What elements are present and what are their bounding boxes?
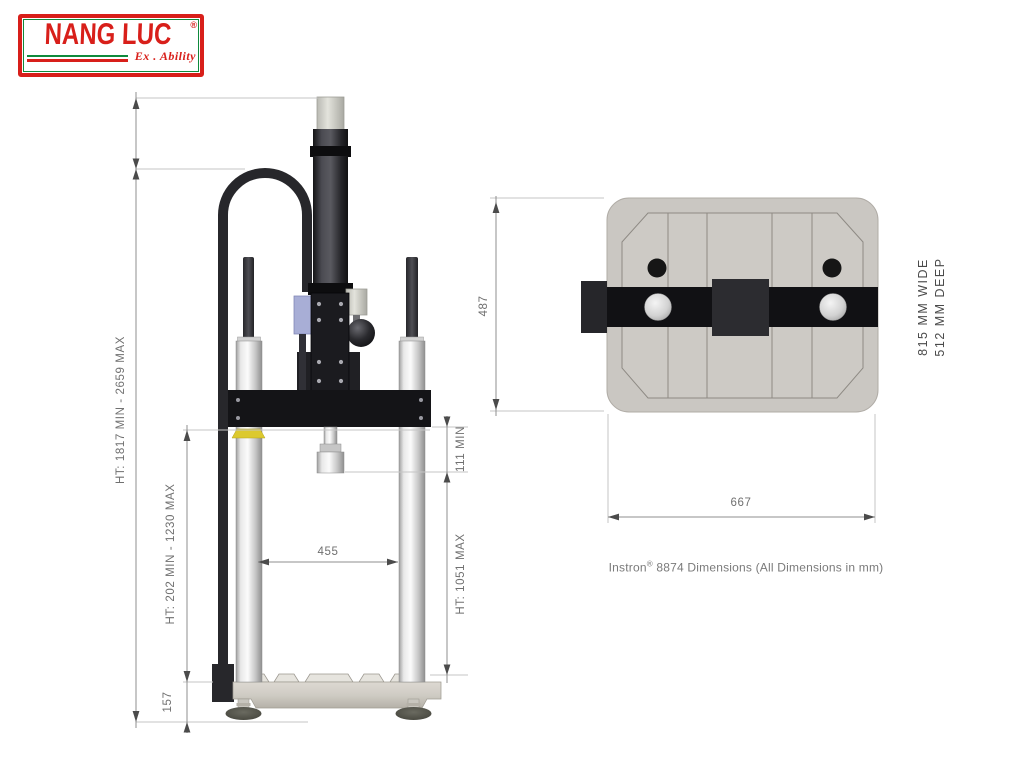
dim-label-column-span: 455	[317, 546, 339, 558]
actuator-cylinder	[308, 96, 353, 295]
dim-label-piston-height: HT: 202 MIN - 1230 MAX	[165, 483, 177, 625]
dimension-linework	[132, 92, 876, 733]
caption-brand: Instron	[608, 560, 647, 575]
caption-text: 8874 Dimensions (All Dimensions in mm)	[652, 560, 884, 575]
control-knob	[345, 288, 375, 347]
load-cell	[310, 292, 350, 392]
dim-label-min-daylight: 111 MIN	[455, 426, 467, 472]
clamp-bar-tab	[581, 281, 607, 333]
crosshead-beam	[228, 390, 431, 427]
logo-brand-text: NANG LUC	[43, 18, 173, 51]
sensor-box	[293, 295, 313, 335]
machine-top-view	[581, 197, 879, 413]
logo-inner-border	[23, 19, 199, 72]
logo-registered-mark: ®	[190, 20, 197, 30]
grip-fixture	[316, 426, 345, 474]
leveling-foot-left	[225, 698, 262, 720]
brand-logo: NANG LUC ® Ex . Ability	[18, 14, 204, 77]
column-left	[235, 336, 263, 683]
machine-side-view	[212, 96, 442, 720]
actuator-top-cap	[316, 96, 345, 131]
logo-tagline: Ex . Ability	[127, 49, 196, 64]
caption-registered-mark: ®	[646, 559, 653, 569]
dimension-arrows	[132, 98, 875, 733]
leveling-foot-right	[395, 698, 432, 720]
clamp-knob-left	[644, 293, 672, 321]
clamp-knob-right	[819, 293, 847, 321]
dim-label-plate-depth: 487	[478, 295, 490, 317]
plate-size-note: 815 MM WIDE 512 MM DEEP	[915, 257, 949, 356]
figure-caption: Instron® 8874 Dimensions (All Dimensions…	[609, 560, 884, 575]
column-right	[398, 336, 426, 683]
dim-label-total-height: HT: 1817 MIN - 2659 MAX	[115, 335, 127, 485]
plate-size-deep: 512 MM DEEP	[933, 257, 947, 357]
mounting-hole-right	[822, 258, 842, 278]
logo-rule-green	[27, 55, 195, 57]
center-block	[712, 279, 769, 336]
guide-rod-left	[243, 257, 254, 345]
dim-label-max-daylight: HT: 1051 MAX	[455, 533, 467, 615]
dim-label-base-height: 157	[162, 691, 174, 713]
hydraulic-hose	[212, 168, 312, 702]
t-slot-covers	[235, 673, 425, 683]
plate-size-wide: 815 MM WIDE	[916, 258, 931, 356]
cable-conduit	[212, 664, 234, 702]
logo-rule-red	[27, 59, 195, 62]
guide-rod-right	[406, 257, 418, 345]
sensor-rod	[299, 334, 306, 390]
logo-rules	[27, 55, 195, 62]
dim-label-plate-width: 667	[730, 497, 752, 509]
clamp-collar	[231, 428, 266, 439]
mounting-hole-left	[647, 258, 667, 278]
